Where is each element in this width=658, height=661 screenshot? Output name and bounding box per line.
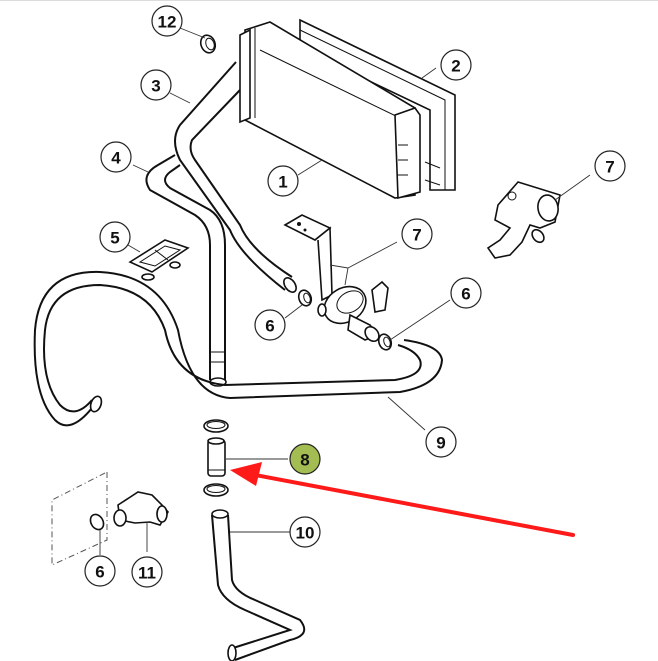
- dashed-assembly-line: [51, 471, 108, 566]
- callout-8-highlighted[interactable]: 8: [289, 443, 321, 475]
- callout-6-lower-left-label: 6: [95, 563, 104, 582]
- callout-6-center-right-label: 6: [461, 285, 470, 304]
- part-12-clip: [199, 34, 217, 54]
- callout-11[interactable]: 11: [131, 556, 163, 588]
- callout-5-label: 5: [110, 229, 119, 248]
- callout-1-label: 1: [278, 173, 287, 192]
- part-5-grommet: [128, 239, 190, 281]
- callout-2[interactable]: 2: [440, 49, 472, 81]
- part-3-hose: [174, 61, 297, 293]
- callout-7-right[interactable]: 7: [594, 150, 626, 182]
- callout-3[interactable]: 3: [140, 69, 172, 101]
- callout-4-label: 4: [111, 149, 121, 168]
- callout-7-center[interactable]: 7: [401, 218, 433, 250]
- callout-9-label: 9: [436, 434, 445, 453]
- callout-8-label: 8: [300, 451, 309, 470]
- callout-6-center-left[interactable]: 6: [254, 309, 286, 341]
- part-8-connector-pipe: [203, 419, 229, 497]
- callout-12[interactable]: 12: [151, 5, 183, 37]
- callout-12-label: 12: [158, 13, 177, 32]
- callout-9[interactable]: 9: [425, 426, 457, 458]
- callout-6-center-right[interactable]: 6: [450, 277, 482, 309]
- part-6-clip-center-left: [297, 289, 313, 307]
- callout-10-label: 10: [296, 524, 315, 543]
- part-7-valve-center: [283, 214, 389, 343]
- part-7-valve-right: [486, 181, 561, 259]
- leader-lines: [99, 27, 591, 555]
- callout-10[interactable]: 10: [289, 516, 321, 548]
- part-6-clip-lower-left: [89, 513, 105, 531]
- part-10-hose: [211, 509, 306, 661]
- callout-6-center-left-label: 6: [265, 317, 274, 336]
- callout-4[interactable]: 4: [100, 141, 132, 173]
- top-border: [0, 0, 658, 1]
- callout-1[interactable]: 1: [267, 165, 299, 197]
- part-9-hose: [33, 270, 444, 427]
- callout-3-label: 3: [151, 77, 160, 96]
- callout-5[interactable]: 5: [99, 221, 131, 253]
- part-1-heater-core: [239, 21, 421, 200]
- part-11-elbow-fitting: [113, 491, 169, 527]
- callout-2-label: 2: [451, 57, 460, 76]
- red-arrow-pointer: [230, 462, 575, 537]
- callout-6-lower-left[interactable]: 6: [84, 555, 116, 587]
- part-6-clip-center-right: [377, 333, 393, 351]
- callout-7-center-label: 7: [412, 226, 421, 245]
- callout-7-right-label: 7: [605, 158, 614, 177]
- callout-11-label: 11: [138, 564, 156, 583]
- part-4-hose: [145, 154, 227, 387]
